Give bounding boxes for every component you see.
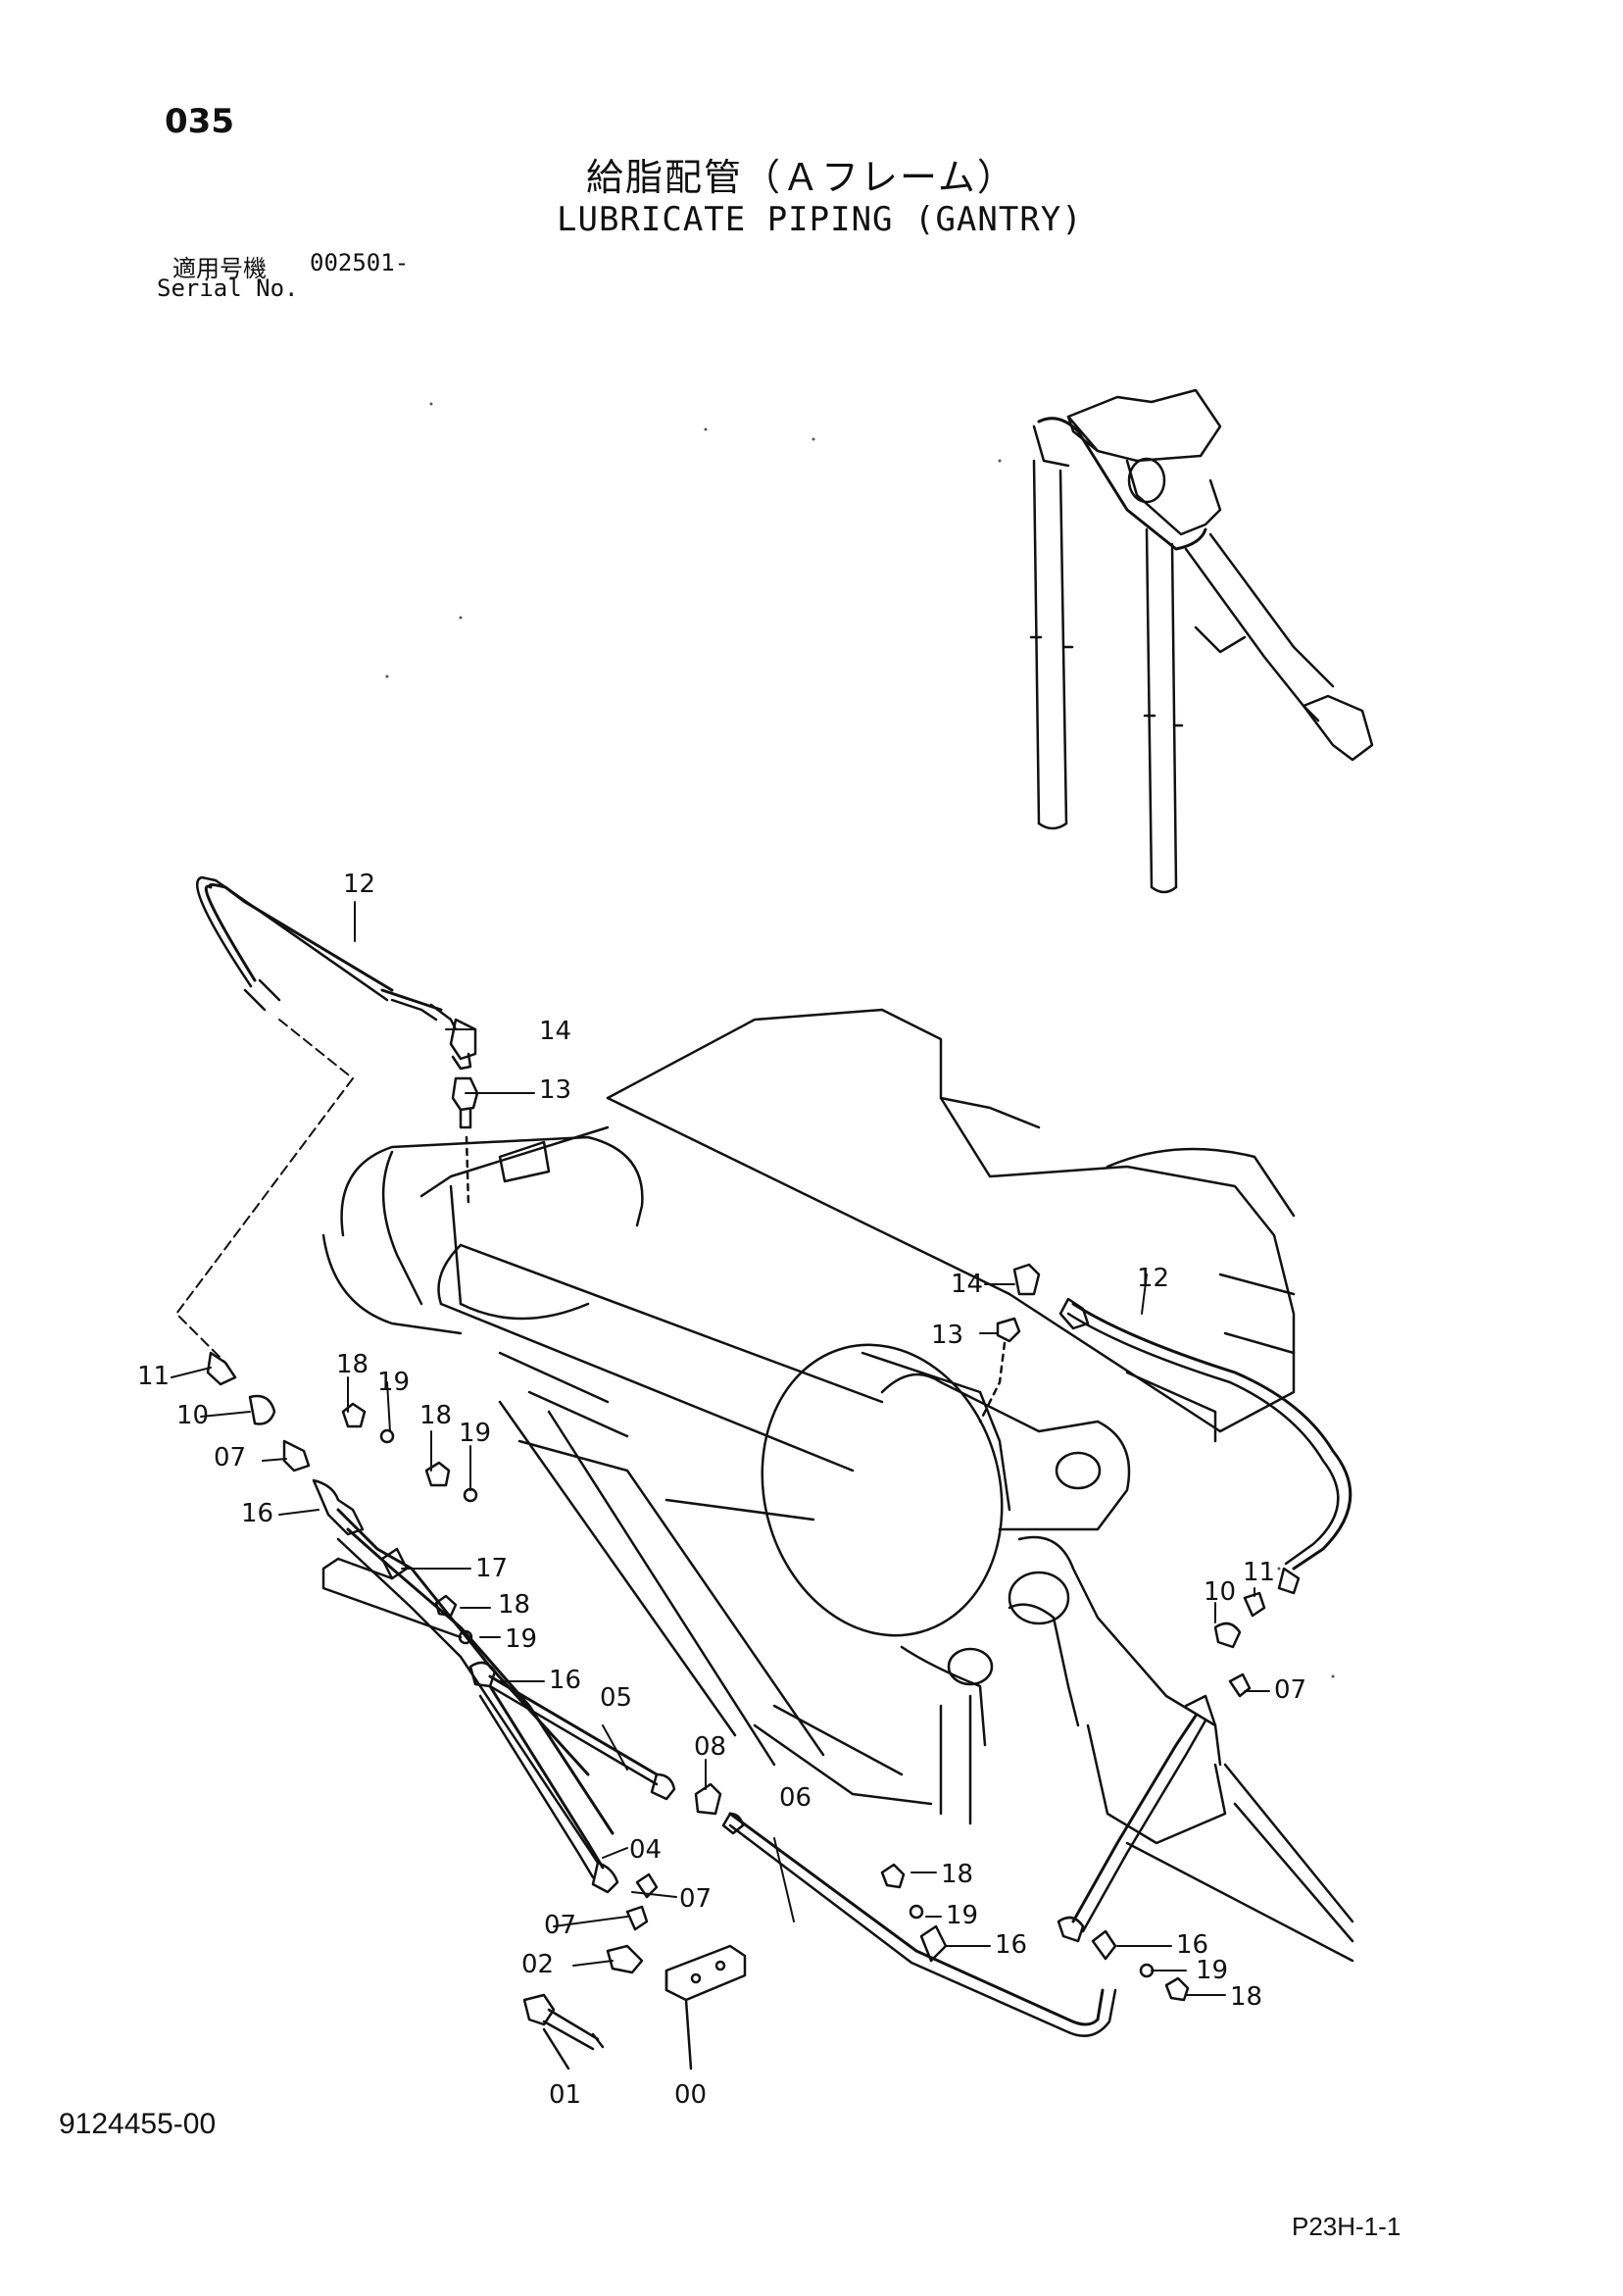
title-english: LUBRICATE PIPING (GANTRY) — [557, 200, 1083, 239]
callout-16-left: 16 — [241, 1499, 273, 1528]
callout-19-c: 19 — [505, 1624, 537, 1654]
callout-16-mid: 16 — [549, 1666, 581, 1695]
callouts: 12 14 13 11 10 07 16 18 19 18 19 17 18 1… — [137, 870, 1306, 2110]
callout-18-c: 18 — [498, 1590, 530, 1620]
callout-14-left: 14 — [539, 1017, 571, 1046]
gantry-frame — [321, 1008, 1354, 1963]
callout-18-right: 18 — [1230, 1982, 1262, 2012]
callout-11-right: 11 — [1243, 1558, 1275, 1587]
callout-05: 05 — [600, 1683, 632, 1713]
leader-lines — [171, 901, 1270, 1996]
callout-14-right: 14 — [951, 1270, 983, 1299]
callout-06: 06 — [779, 1783, 812, 1813]
callout-08: 08 — [694, 1732, 726, 1762]
hose-left-12 — [175, 875, 479, 1364]
callout-16-right-a: 16 — [995, 1930, 1027, 1960]
piping-left — [206, 1351, 747, 2071]
callout-18-d: 18 — [941, 1860, 973, 1889]
callout-10-right: 10 — [1204, 1577, 1236, 1607]
callout-18-a: 18 — [336, 1350, 369, 1379]
callout-12-left: 12 — [343, 870, 375, 899]
callout-17: 17 — [475, 1554, 508, 1583]
callout-19-a: 19 — [377, 1368, 410, 1397]
callout-11-left: 11 — [137, 1362, 170, 1391]
callout-10-left: 10 — [176, 1401, 209, 1430]
scan-dots — [385, 402, 1335, 1678]
serial-label-english: Serial No. — [157, 275, 299, 302]
serial-label-japanese: 適用号機 — [172, 255, 267, 282]
callout-18-b: 18 — [419, 1401, 452, 1430]
callout-07-c: 07 — [544, 1911, 576, 1940]
callout-16-right-b: 16 — [1176, 1930, 1208, 1960]
callout-13-right: 13 — [931, 1321, 963, 1350]
page-number: 035 — [165, 102, 234, 141]
callout-13-left: 13 — [539, 1075, 571, 1105]
callout-07-left: 07 — [214, 1443, 246, 1472]
callout-07-right: 07 — [1274, 1675, 1306, 1705]
callout-19-d: 19 — [946, 1901, 978, 1930]
document-number: 9124455-00 — [59, 2108, 217, 2140]
callout-12-right: 12 — [1137, 1264, 1169, 1293]
callout-02: 02 — [521, 1950, 554, 1979]
serial-value: 002501- — [310, 249, 410, 276]
title-japanese: 給脂配管（Ａフレーム） — [586, 156, 1016, 199]
callout-07-b: 07 — [679, 1884, 712, 1914]
inset-overview — [1029, 388, 1374, 894]
callout-00: 00 — [674, 2080, 707, 2110]
callout-04: 04 — [629, 1835, 662, 1865]
callout-19-b: 19 — [459, 1419, 491, 1448]
page-code: P23H-1-1 — [1292, 2212, 1402, 2241]
callout-01: 01 — [549, 2080, 581, 2110]
callout-19-right: 19 — [1196, 1956, 1228, 1985]
piping-right — [721, 1263, 1352, 2037]
